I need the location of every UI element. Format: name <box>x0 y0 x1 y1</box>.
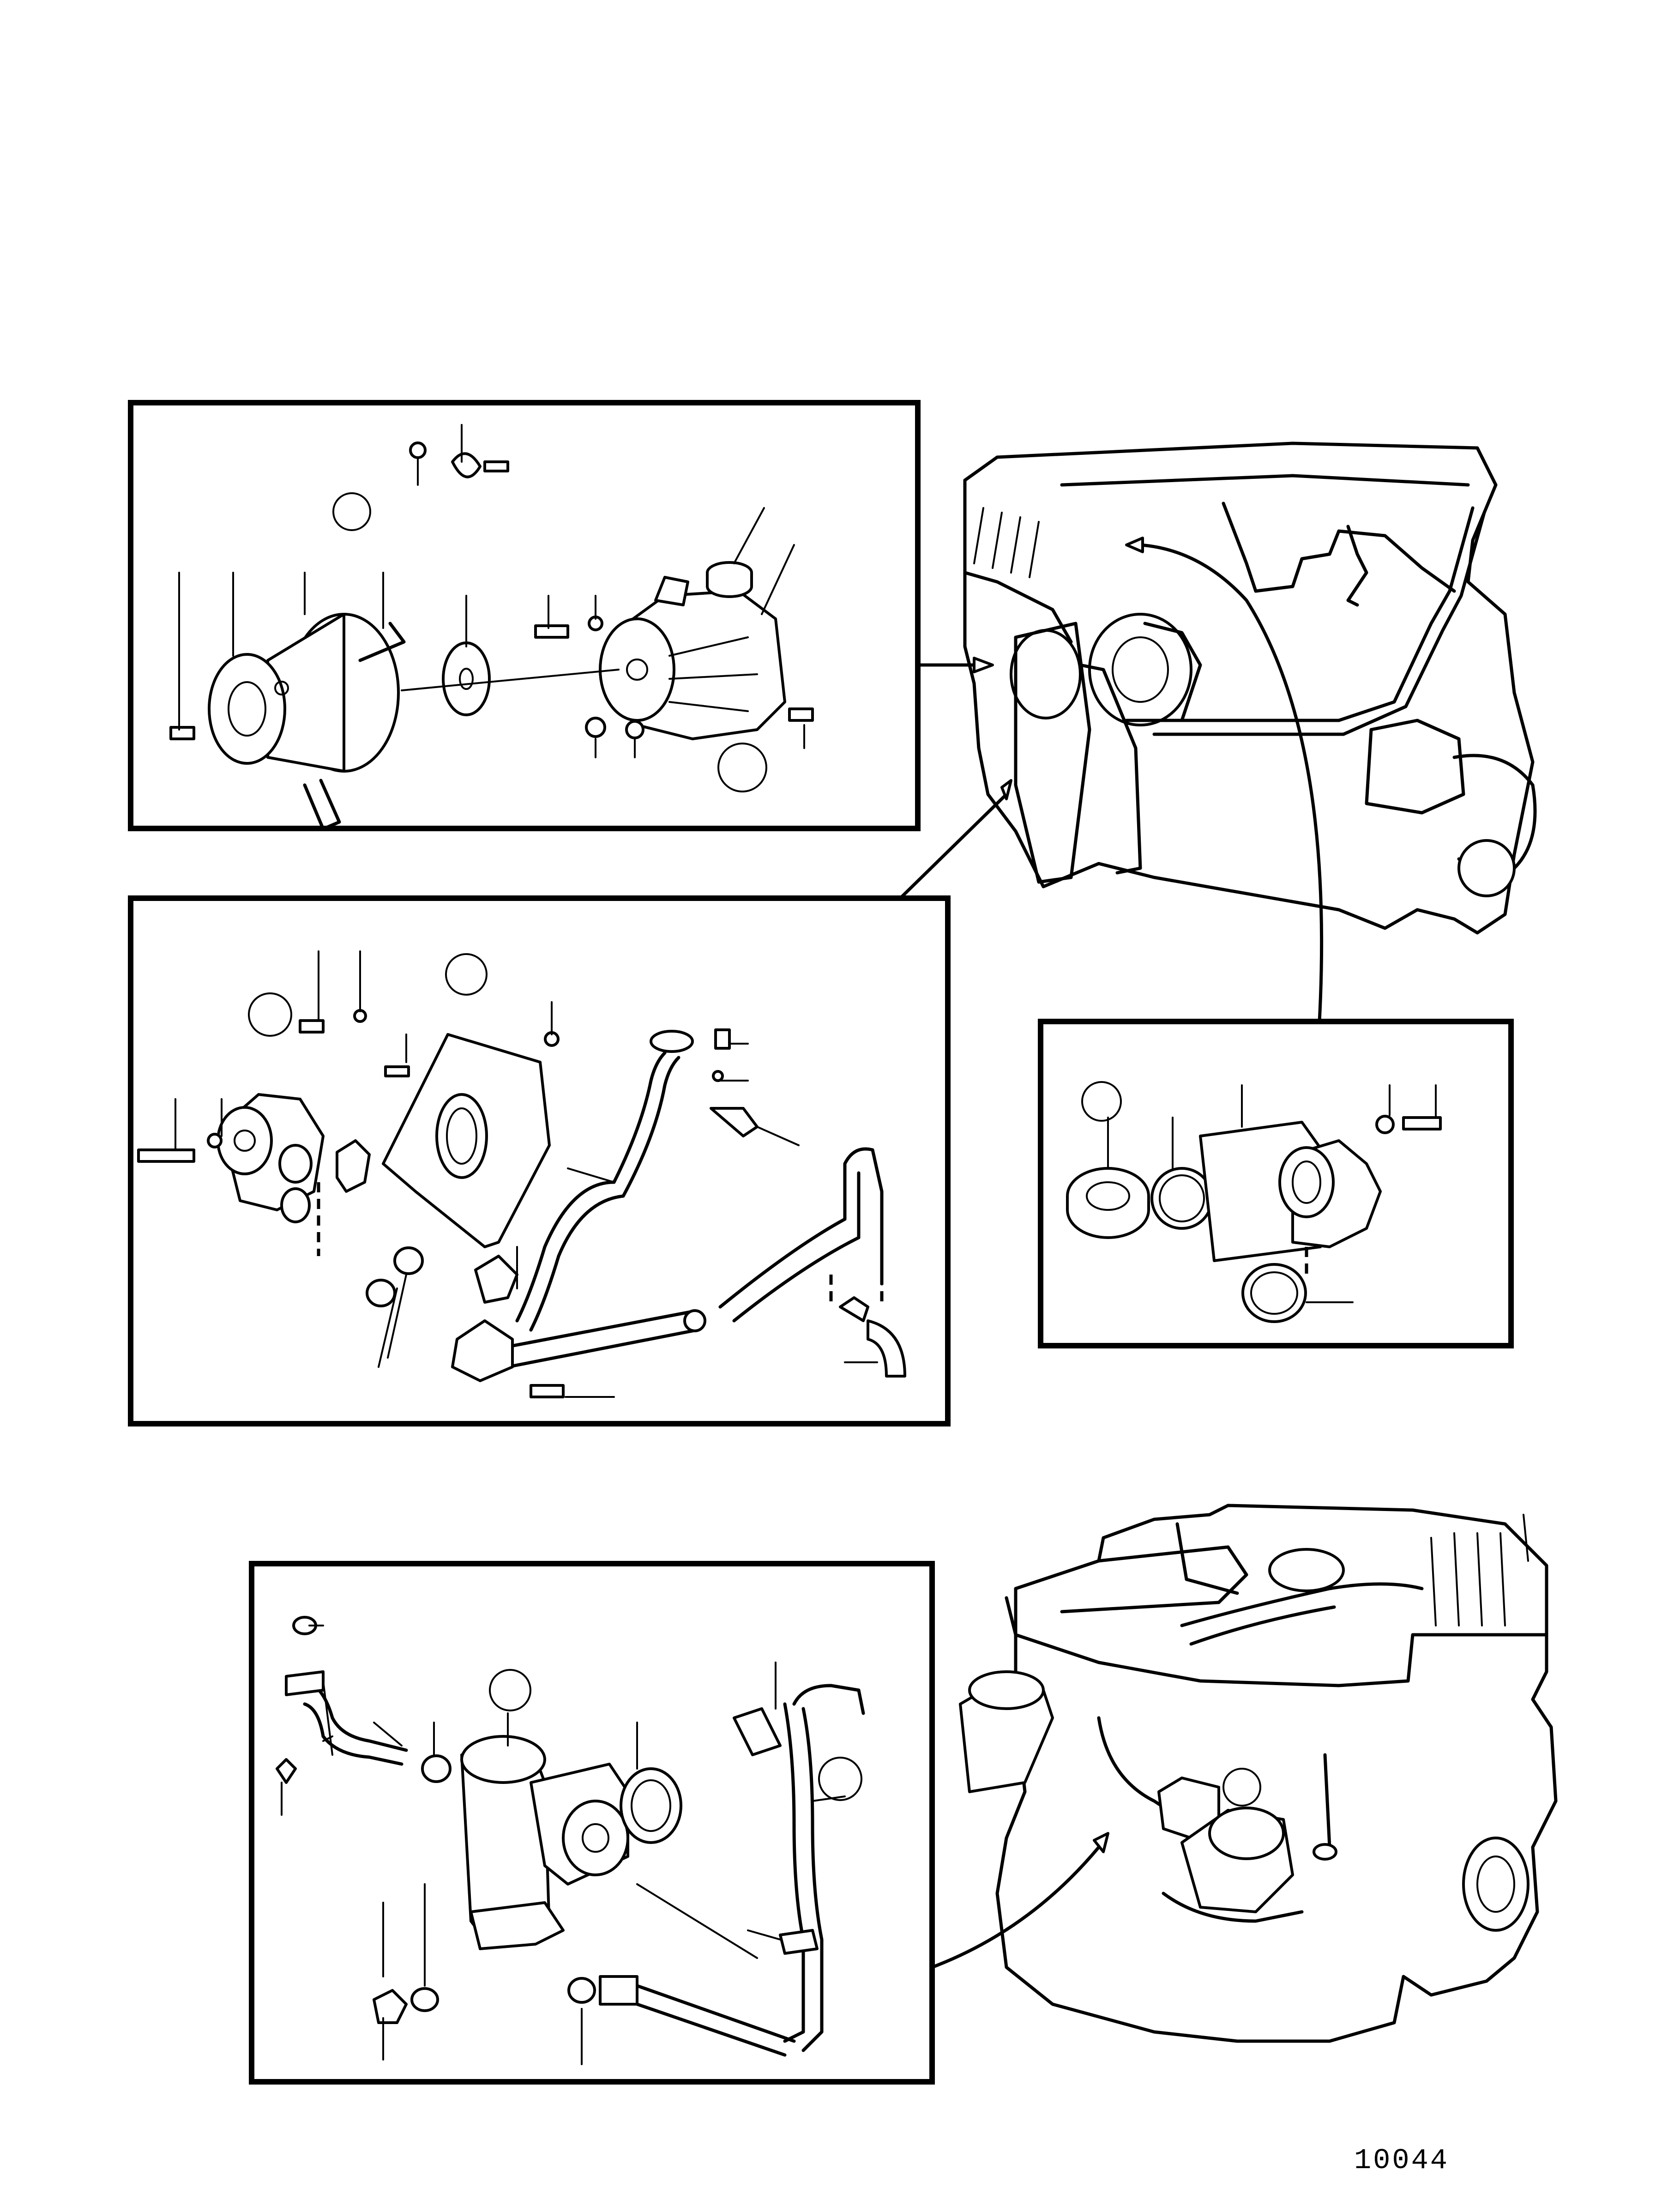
cover-plate <box>382 1033 551 1248</box>
hub-spacer <box>442 641 491 716</box>
o-ring <box>1241 1263 1307 1323</box>
leader-lines <box>1107 1084 1437 1303</box>
leader-lines <box>281 1625 846 2065</box>
pipe-fittings <box>137 1009 906 1398</box>
engine-rear-view <box>959 1504 1558 2043</box>
callout-circle <box>248 992 292 1037</box>
water-pump-body <box>599 561 786 740</box>
callout-circle <box>445 953 488 996</box>
water-pipe-panel <box>128 895 951 1426</box>
callout-circle <box>489 1669 531 1711</box>
callout-circle <box>818 1757 862 1801</box>
thermostat-frame <box>1038 1019 1514 1348</box>
oil-filter-panel <box>249 1561 935 2085</box>
alignment-lines <box>317 1182 884 1302</box>
pump-housing <box>217 1093 371 1223</box>
pulley <box>208 613 406 831</box>
leader-lines <box>175 950 878 1398</box>
thermostat-cover <box>1199 1121 1382 1262</box>
thermostat <box>1066 1167 1150 1239</box>
gasket <box>620 1767 682 1844</box>
water-pipe-frame <box>128 895 951 1426</box>
sealing-ring <box>1150 1167 1213 1230</box>
water-pump-frame <box>128 400 921 831</box>
connector-arrows <box>898 537 1324 1969</box>
water-pump-panel <box>128 400 921 831</box>
callout-circle <box>332 492 371 531</box>
thermostat-fasteners <box>1375 1115 1442 1134</box>
callout-circle <box>717 743 767 792</box>
thermostat-panel <box>1038 1019 1514 1348</box>
oil-filter-housing <box>460 1735 629 1950</box>
callout-circle <box>1081 1081 1122 1122</box>
leader-lines <box>178 424 805 758</box>
fasteners <box>169 441 814 740</box>
oil-filter-frame <box>249 1561 935 2085</box>
oil-pipes <box>285 1616 865 2057</box>
oil-fasteners <box>276 1758 638 2024</box>
leader-lines <box>401 669 620 691</box>
engine-side-view <box>963 441 1537 935</box>
callout-circle <box>1222 1768 1261 1807</box>
coolant-pipes <box>497 1030 884 1369</box>
figure-number: 10044 <box>1354 2144 1449 2177</box>
